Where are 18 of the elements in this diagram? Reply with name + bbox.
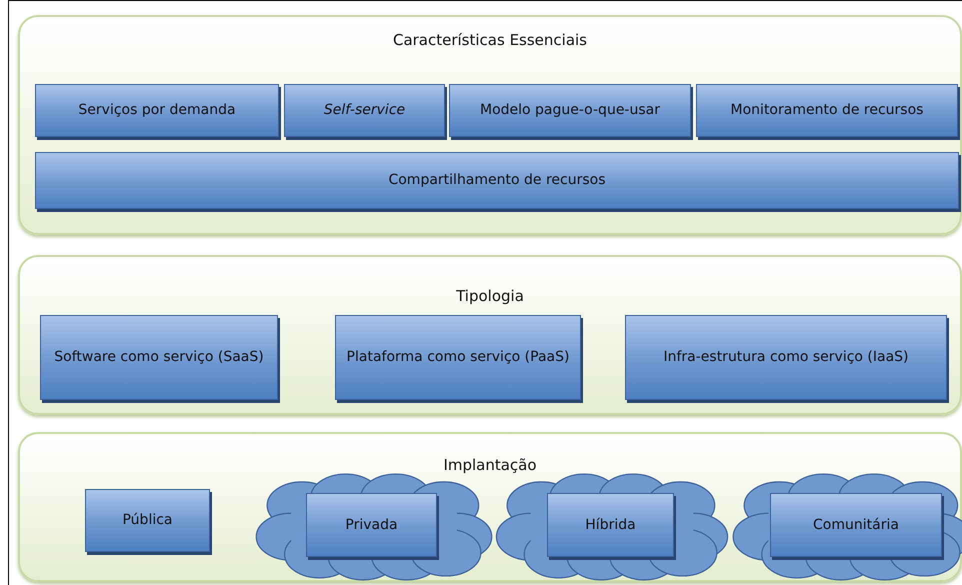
layer-panel [18, 15, 962, 235]
label-box: Modelo pague-o-que-usar [449, 84, 691, 137]
layer-panel [18, 432, 962, 582]
panel-title: Tipologia [455, 287, 525, 305]
label-box: Comunitária [770, 493, 942, 557]
label-box: Pública [85, 489, 210, 552]
label-box: Serviços por demanda [35, 84, 279, 137]
label-box: Software como serviço (SaaS) [40, 315, 278, 400]
label-box: Compartilhamento de recursos [35, 152, 959, 209]
label-box: Privada [306, 493, 437, 557]
layer-panel [18, 255, 962, 415]
panel-title: Características Essenciais [392, 31, 588, 49]
label-box: Plataforma como serviço (PaaS) [335, 315, 581, 400]
label-box: Self-service [284, 84, 445, 137]
panel-title: Implantação [442, 456, 538, 474]
label-box: Híbrida [547, 493, 674, 557]
label-box: Infra-estrutura como serviço (IaaS) [625, 315, 947, 400]
label-box: Monitoramento de recursos [696, 84, 958, 137]
